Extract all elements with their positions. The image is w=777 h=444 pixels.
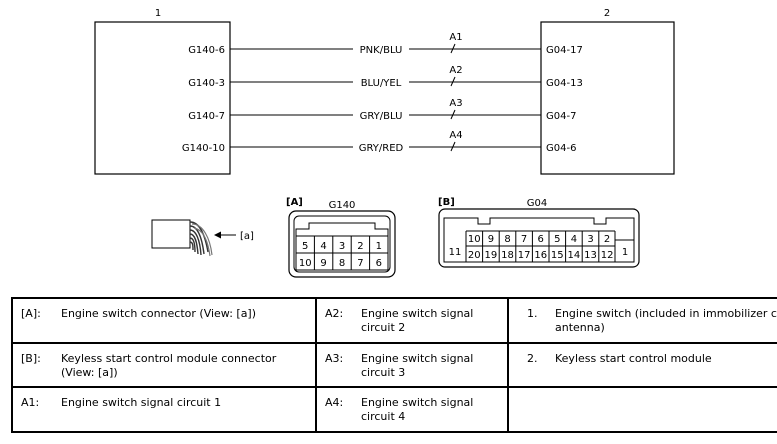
pin-number: 5 bbox=[554, 234, 560, 245]
pin-number: 8 bbox=[504, 234, 510, 245]
circuit-label-a1: A1 bbox=[449, 32, 462, 43]
pin-number: 3 bbox=[339, 241, 345, 252]
pin-number: 12 bbox=[601, 250, 614, 261]
pin-number: 16 bbox=[534, 250, 547, 261]
circuit-tick bbox=[450, 141, 456, 152]
pin-number: 4 bbox=[320, 241, 326, 252]
circuit-label-a3: A3 bbox=[449, 98, 462, 109]
engine-switch-number: 1 bbox=[155, 8, 161, 19]
pin-number: 20 bbox=[468, 250, 481, 261]
pin-number: 19 bbox=[485, 250, 498, 261]
pin-number: 9 bbox=[320, 258, 326, 269]
pin-number: 13 bbox=[584, 250, 597, 261]
connector-a-tag: [A] bbox=[286, 197, 303, 208]
pin-number: 1 bbox=[376, 241, 382, 252]
wire-color-a1: PNK/BLU bbox=[360, 45, 403, 56]
legend-row: [B]: Keyless start control module connect… bbox=[11, 341, 777, 389]
pin-number: 7 bbox=[521, 234, 527, 245]
wire-label-bg bbox=[353, 140, 409, 154]
pin-number: 10 bbox=[299, 258, 312, 269]
keyless-module-number: 2 bbox=[604, 8, 610, 19]
legend-cell: A4: Engine switch signal circuit 4 bbox=[315, 386, 509, 433]
legend-row: A1: Engine switch signal circuit 1 A4: Eng… bbox=[11, 386, 777, 433]
connector-harness-illustration bbox=[151, 219, 213, 257]
wire-color-a2: BLU/YEL bbox=[361, 78, 402, 89]
legend-key: A3: bbox=[325, 351, 344, 365]
pin-number: 2 bbox=[357, 241, 363, 252]
legend-cell: A2: Engine switch signal circuit 2 bbox=[315, 297, 509, 344]
legend-text: Engine switch (included in immobilizer c… bbox=[555, 307, 777, 334]
pin-number: 6 bbox=[376, 258, 382, 269]
legend-cell-empty bbox=[507, 386, 777, 433]
pin-g140-10: G140-10 bbox=[182, 143, 225, 154]
legend-cell: 2. Keyless start control module bbox=[507, 341, 777, 389]
pin-g140-7: G140-7 bbox=[188, 111, 225, 122]
pin-g04-6: G04-6 bbox=[546, 143, 576, 154]
legend-key: A4: bbox=[325, 396, 344, 410]
circuit-tick bbox=[450, 76, 456, 87]
legend-cell: [B]: Keyless start control module connect… bbox=[11, 341, 317, 389]
pin-number: 5 bbox=[302, 241, 308, 252]
legend-text: Keyless start control module connector (… bbox=[61, 351, 277, 379]
wire-label-bg bbox=[353, 108, 409, 122]
legend-cell: 1. Engine switch (included in immobilizer… bbox=[507, 297, 777, 344]
circuit-label-a4: A4 bbox=[449, 130, 462, 141]
legend-table: [A]:Engine switch connector (View: [a]) … bbox=[11, 297, 777, 433]
pin-number: 8 bbox=[339, 258, 345, 269]
connector-g04-pins: 11 1 10 9 8 7 6 5 4 3 2 20 19 18 17 16 1… bbox=[449, 234, 629, 261]
pin-number: 18 bbox=[501, 250, 514, 261]
pin-g140-3: G140-3 bbox=[188, 78, 225, 89]
pin-number: 2 bbox=[604, 234, 610, 245]
legend-text: Keyless start control module bbox=[555, 351, 712, 365]
wire-label-bg bbox=[353, 75, 409, 89]
engine-switch-box bbox=[94, 21, 231, 175]
pin-number: 9 bbox=[488, 234, 494, 245]
legend-cell: A3: Engine switch signal circuit 3 bbox=[315, 341, 509, 389]
pin-number: 4 bbox=[571, 234, 577, 245]
legend-text: Engine switch signal circuit 1 bbox=[61, 396, 222, 410]
pin-number: 3 bbox=[587, 234, 593, 245]
wire-label-bg bbox=[353, 42, 409, 56]
pin-number: 1 bbox=[622, 247, 628, 258]
pin-g04-13: G04-13 bbox=[546, 78, 583, 89]
legend-key: A1: bbox=[21, 396, 40, 410]
legend-key: 2. bbox=[527, 351, 538, 365]
pin-g04-7: G04-7 bbox=[546, 111, 576, 122]
legend-text: Engine switch connector (View: [a]) bbox=[61, 307, 257, 320]
keyless-module-box bbox=[540, 21, 675, 175]
connector-g140-pins: 5 4 3 2 1 10 9 8 7 6 bbox=[299, 241, 382, 269]
legend-text: Engine switch signal circuit 4 bbox=[361, 396, 474, 424]
connector-g140 bbox=[288, 210, 396, 278]
legend-cell: A1: Engine switch signal circuit 1 bbox=[11, 386, 317, 433]
legend-key: A2: bbox=[325, 307, 344, 320]
legend-key: [B]: bbox=[21, 351, 41, 365]
legend-key: 1. bbox=[527, 307, 538, 320]
view-arrowhead-icon bbox=[214, 231, 221, 239]
pin-g04-17: G04-17 bbox=[546, 45, 583, 56]
wire-color-a4: GRY/RED bbox=[359, 143, 404, 154]
legend-text: Engine switch signal circuit 2 bbox=[361, 307, 474, 334]
connector-b-name: G04 bbox=[527, 198, 547, 209]
circuit-tick bbox=[450, 43, 456, 54]
connector-a-name: G140 bbox=[329, 200, 356, 211]
pin-g140-6: G140-6 bbox=[188, 45, 225, 56]
pin-number: 17 bbox=[518, 250, 531, 261]
pin-number: 14 bbox=[568, 250, 581, 261]
legend-text: Engine switch signal circuit 3 bbox=[361, 351, 474, 379]
legend-cell: [A]: Engine switch connector (View: [a]) bbox=[11, 297, 317, 344]
pin-number: 6 bbox=[538, 234, 544, 245]
circuit-tick bbox=[450, 109, 456, 120]
pin-number: 15 bbox=[551, 250, 564, 261]
legend-key: [A]: bbox=[21, 307, 41, 320]
connector-g04 bbox=[438, 208, 640, 268]
connector-b-tag: [B] bbox=[438, 197, 455, 208]
pin-number: 7 bbox=[357, 258, 363, 269]
circuit-label-a2: A2 bbox=[449, 65, 462, 76]
pin-number: 10 bbox=[468, 234, 481, 245]
view-label: [a] bbox=[240, 231, 254, 242]
legend-row: [A]:Engine switch connector (View: [a]) … bbox=[11, 297, 777, 344]
wire-color-a3: GRY/BLU bbox=[360, 111, 403, 122]
pin-number: 11 bbox=[449, 247, 462, 258]
